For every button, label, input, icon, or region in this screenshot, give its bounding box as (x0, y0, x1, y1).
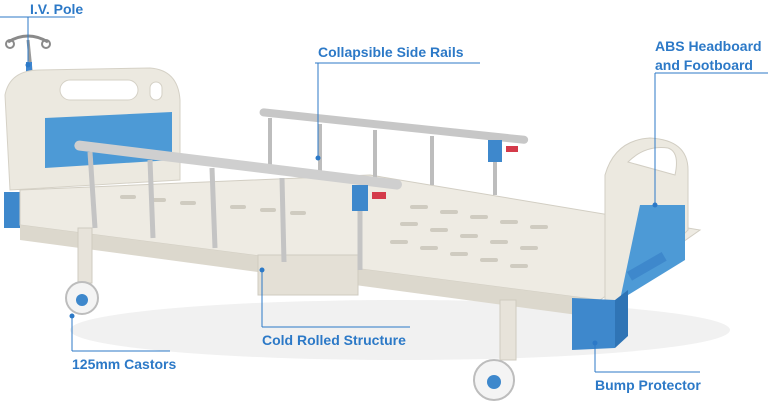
castor-back (473, 359, 515, 401)
cold-rolled-structure-label: Cold Rolled Structure (262, 332, 406, 348)
bump-protector (572, 290, 628, 350)
iv-pole-label: I.V. Pole (30, 1, 84, 17)
footboard (604, 137, 689, 306)
callout-lines (0, 16, 768, 373)
abs-headboard-label: ABS Headboard and Footboard (655, 37, 762, 75)
side-rails-label: Collapsible Side Rails (318, 44, 464, 60)
bump-protector-label: Bump Protector (595, 377, 701, 393)
headboard (4, 67, 181, 228)
floor-shadow (70, 300, 730, 360)
side-rail-front (74, 140, 402, 270)
bed-frame (77, 227, 517, 361)
castor-front (65, 281, 99, 315)
abs-headboard-label-line1: ABS Headboard (655, 38, 762, 54)
abs-headboard-label-line2: and Footboard (655, 57, 753, 73)
side-rail-back (259, 108, 529, 195)
castors-label: 125mm Castors (72, 356, 177, 372)
